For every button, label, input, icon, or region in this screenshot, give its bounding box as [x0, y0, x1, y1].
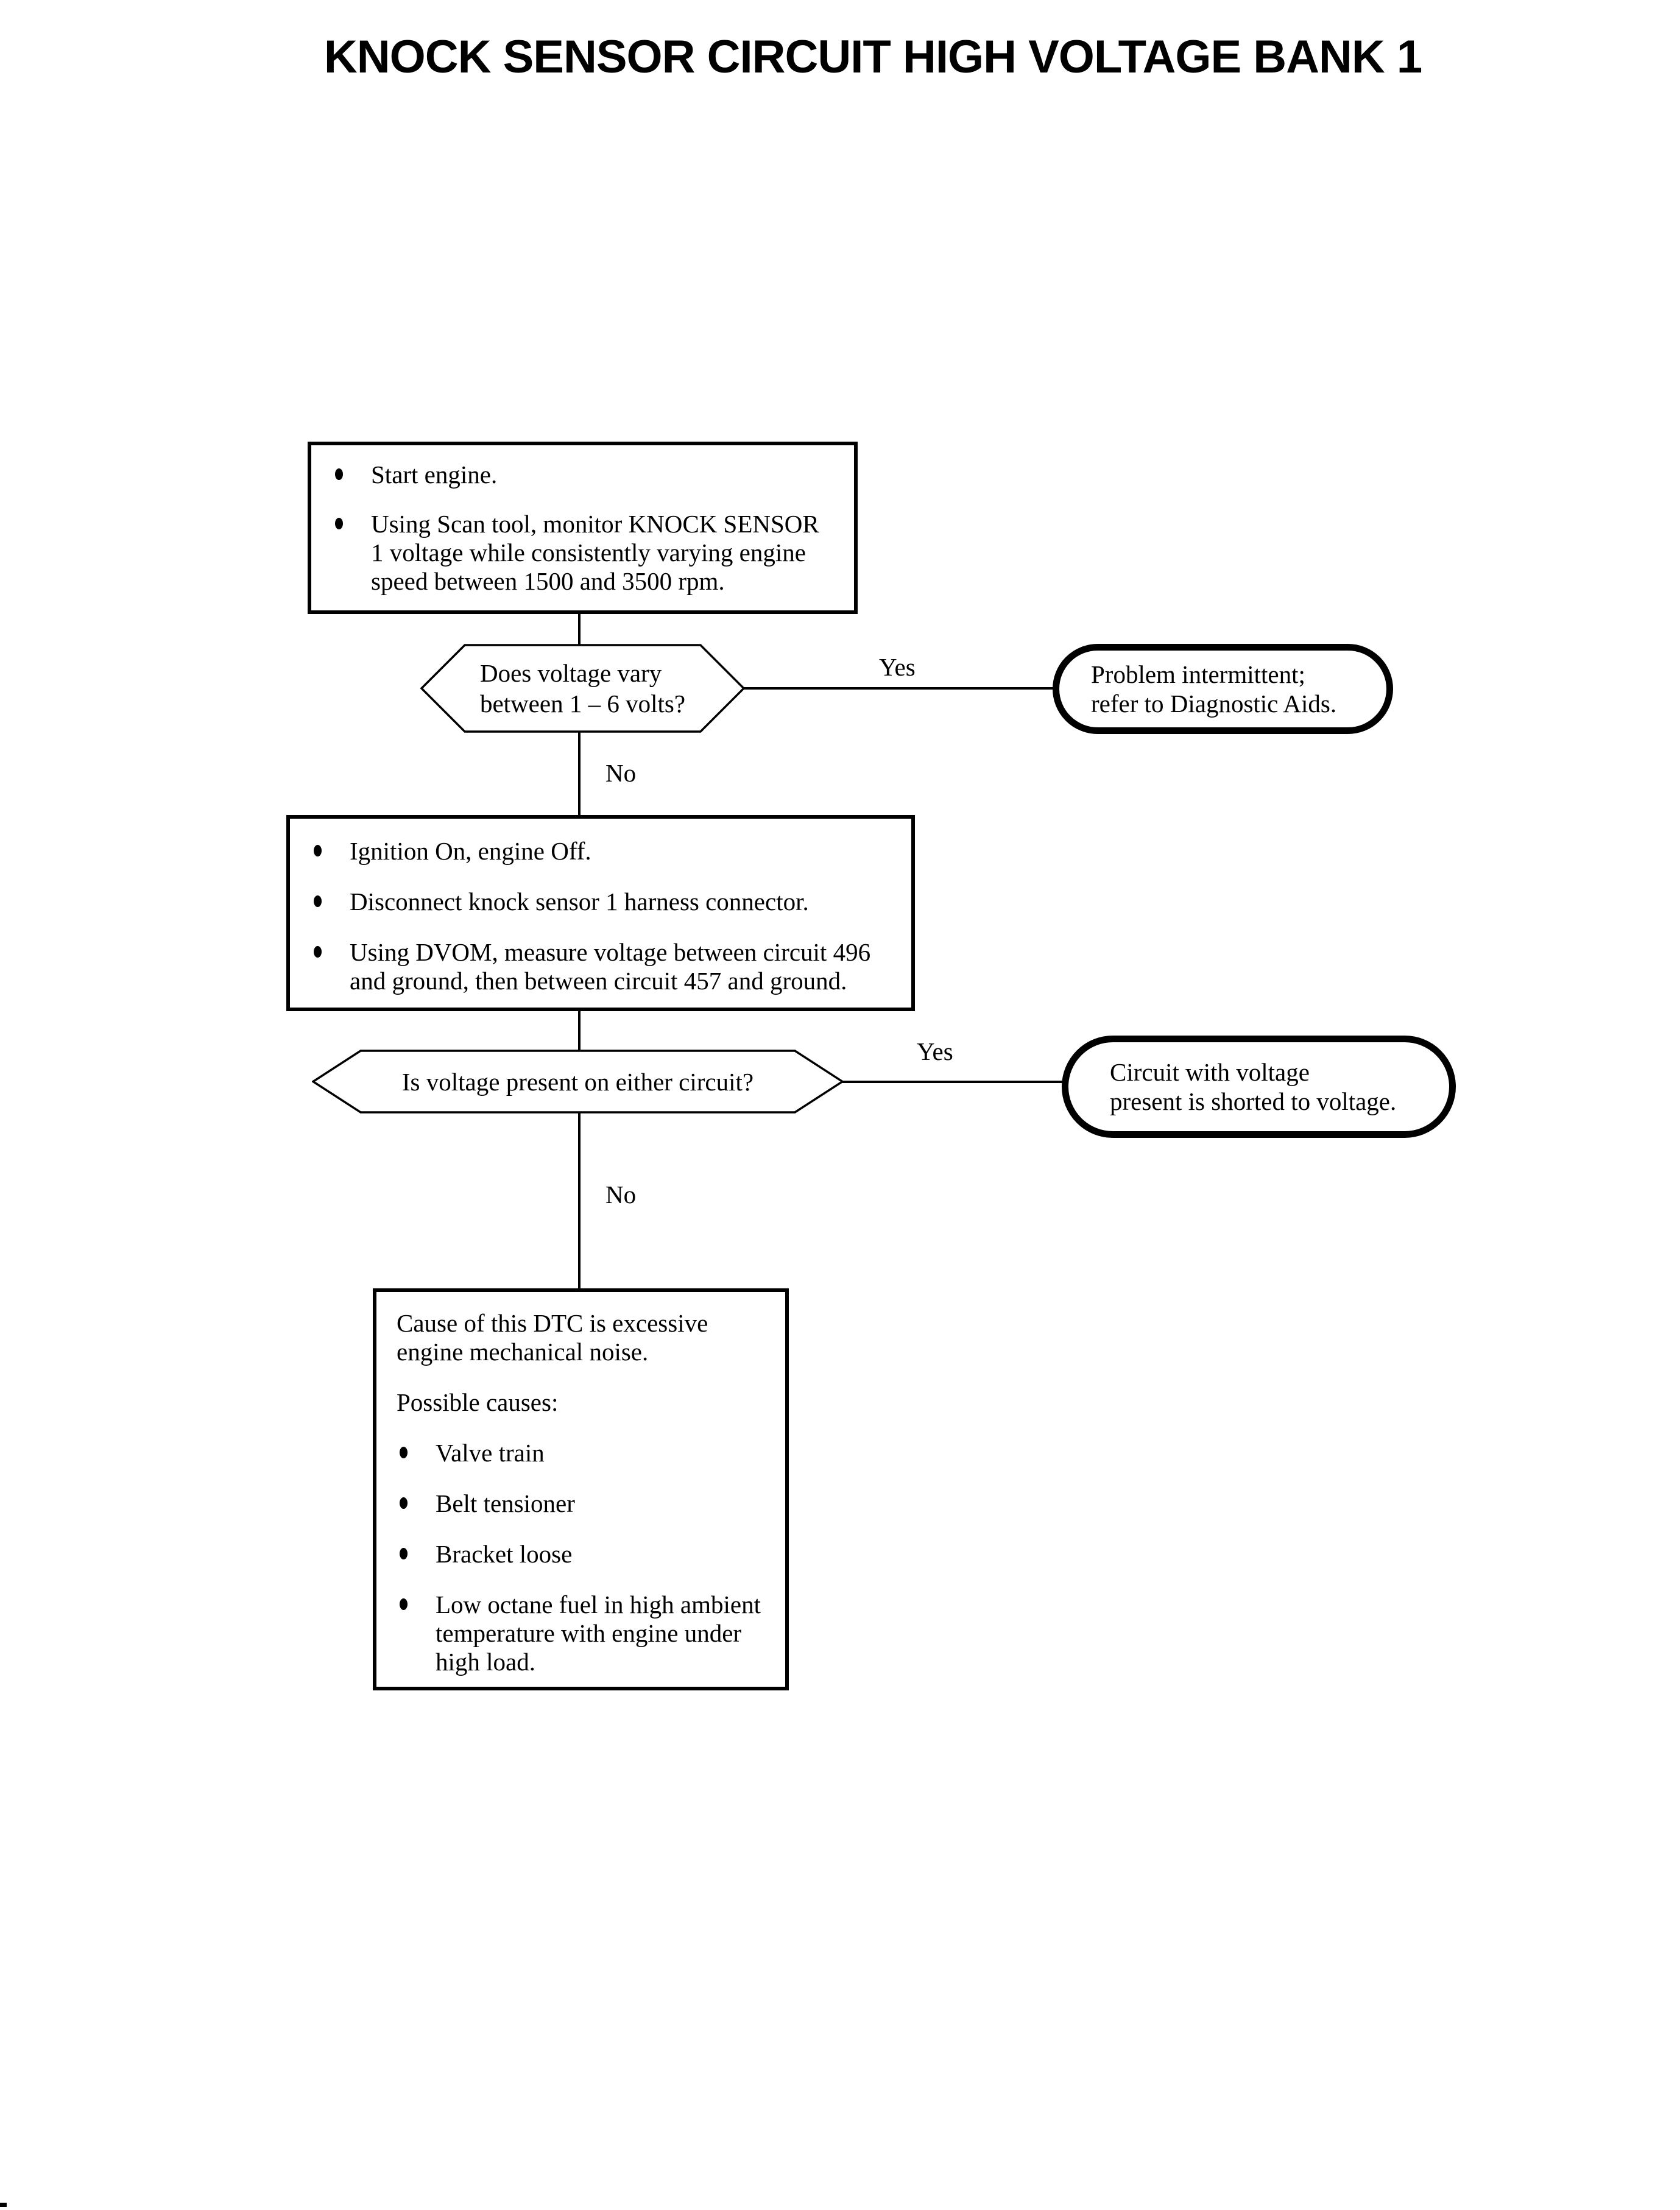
bullet-icon — [335, 468, 343, 480]
terminal1-text: Problem intermittent; refer to Diagnosti… — [1091, 660, 1337, 718]
terminal-problem-intermittent: Problem intermittent; refer to Diagnosti… — [1053, 644, 1393, 734]
connector-decision2-yes — [842, 1081, 1063, 1083]
list-item: Valve train — [397, 1439, 768, 1467]
list-item: Ignition On, engine Off. — [311, 837, 893, 866]
bullet-icon — [335, 518, 343, 529]
cause-bullet-3: Bracket loose — [436, 1540, 573, 1568]
yes-label-2: Yes — [917, 1037, 953, 1065]
decision-hexagon-1: Does voltage vary between 1 – 6 volts? — [420, 644, 745, 733]
step2-bullet-2: Disconnect knock sensor 1 harness connec… — [350, 888, 809, 916]
connector-decision1-yes — [744, 687, 1054, 690]
yes-label-1: Yes — [879, 653, 916, 681]
bullet-icon — [400, 1497, 408, 1509]
list-item: Using DVOM, measure voltage between circ… — [311, 938, 893, 995]
no-label-2: No — [605, 1181, 637, 1209]
terminal-circuit-shorted: Circuit with voltage present is shorted … — [1062, 1036, 1456, 1138]
cause-bullet-1: Valve train — [436, 1439, 545, 1467]
scan-artifact — [0, 2203, 7, 2207]
bullet-icon — [400, 1548, 408, 1559]
cause-bullet-2: Belt tensioner — [436, 1489, 575, 1517]
causes-subheading: Possible causes: — [397, 1388, 559, 1416]
connector-step1-to-decision1 — [578, 612, 581, 645]
hexagon-shape — [420, 644, 745, 733]
connector-decision1-no — [578, 732, 581, 815]
list-item: Bracket loose — [397, 1540, 768, 1569]
cause-bullet-4: Low octane fuel in high ambient temperat… — [436, 1590, 761, 1676]
decision1-question: Does voltage vary between 1 – 6 volts? — [479, 659, 686, 718]
list-item: Using Scan tool, monitor KNOCK SENSOR 1 … — [332, 510, 836, 596]
step1-bullet-2: Using Scan tool, monitor KNOCK SENSOR 1 … — [371, 510, 819, 595]
list-item: Belt tensioner — [397, 1489, 768, 1518]
bullet-icon — [400, 1447, 408, 1458]
bullet-icon — [314, 946, 322, 958]
decision2-question: Is voltage present on either circuit? — [401, 1067, 754, 1096]
step1-bullet-1: Start engine. — [371, 461, 498, 489]
list-item: Start engine. — [332, 461, 836, 489]
causes-box: Cause of this DTC is excessive engine me… — [373, 1288, 789, 1690]
step2-bullet-3: Using DVOM, measure voltage between circ… — [350, 938, 871, 995]
process-box-step2: Ignition On, engine Off. Disconnect knoc… — [286, 815, 915, 1011]
page-title: KNOCK SENSOR CIRCUIT HIGH VOLTAGE BANK 1 — [323, 31, 1422, 83]
connector-decision2-no — [578, 1112, 581, 1290]
bullet-icon — [314, 895, 322, 907]
step2-bullet-1: Ignition On, engine Off. — [350, 837, 591, 865]
no-label-1: No — [605, 759, 637, 787]
list-item: Disconnect knock sensor 1 harness connec… — [311, 888, 893, 916]
connector-step2-to-decision2 — [578, 1010, 581, 1051]
causes-intro: Cause of this DTC is excessive engine me… — [397, 1309, 708, 1366]
bullet-icon — [314, 845, 322, 856]
hexagon-shape — [312, 1050, 844, 1114]
terminal2-text: Circuit with voltage present is shorted … — [1110, 1058, 1397, 1115]
bullet-icon — [400, 1598, 408, 1610]
decision-hexagon-2: Is voltage present on either circuit? — [312, 1050, 844, 1114]
list-item: Low octane fuel in high ambient temperat… — [397, 1590, 768, 1676]
process-box-step1: Start engine. Using Scan tool, monitor K… — [308, 442, 858, 614]
